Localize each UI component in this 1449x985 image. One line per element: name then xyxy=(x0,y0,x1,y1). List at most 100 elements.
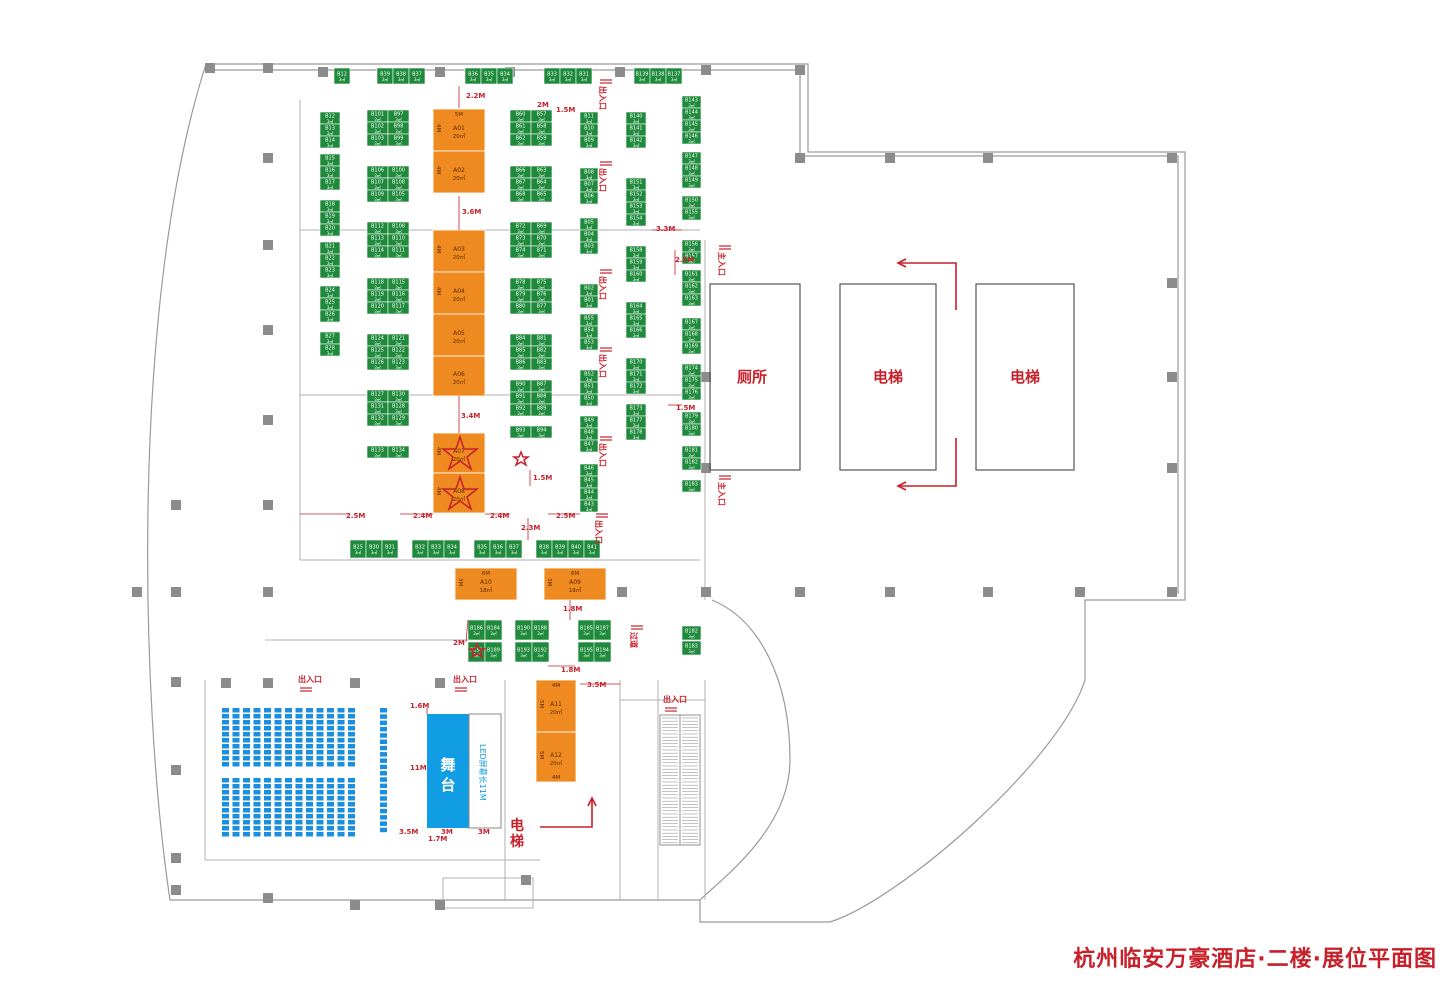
booth-B91[interactable]: B913㎡ xyxy=(509,391,532,405)
booth-B37[interactable]: B373㎡ xyxy=(408,67,426,85)
booth-B146[interactable]: B1463㎡ xyxy=(681,131,702,145)
booth-B109[interactable]: B1093㎡ xyxy=(366,189,389,203)
booth-B168[interactable]: B1683㎡ xyxy=(681,329,702,343)
booth-B90[interactable]: B903㎡ xyxy=(509,379,532,393)
booth-B35[interactable]: B353㎡ xyxy=(473,539,491,559)
booth-B25[interactable]: B253㎡ xyxy=(349,539,367,559)
booth-A03[interactable]: A0320㎡4M xyxy=(432,229,486,273)
booth-B114[interactable]: B1143㎡ xyxy=(366,245,389,259)
booth-B108[interactable]: B1083㎡ xyxy=(387,177,410,191)
booth-B27[interactable]: B273㎡ xyxy=(319,331,341,345)
booth-B54[interactable]: B543㎡ xyxy=(579,325,599,339)
booth-B61[interactable]: B613㎡ xyxy=(509,121,532,135)
booth-B115[interactable]: B1153㎡ xyxy=(387,277,410,291)
booth-B19[interactable]: B193㎡ xyxy=(319,211,341,225)
booth-B35[interactable]: B353㎡ xyxy=(480,67,498,85)
booth-B80[interactable]: B803㎡ xyxy=(509,301,532,315)
booth-B195[interactable]: B1953㎡ xyxy=(577,641,596,663)
booth-B101[interactable]: B1013㎡ xyxy=(366,109,389,123)
booth-B186[interactable]: B1863㎡ xyxy=(467,619,486,641)
booth-B02[interactable]: B023㎡ xyxy=(579,283,599,297)
booth-B154[interactable]: B1543㎡ xyxy=(625,213,647,227)
booth-B138[interactable]: B1383㎡ xyxy=(649,67,667,85)
booth-B76[interactable]: B763㎡ xyxy=(530,289,553,303)
booth-B172[interactable]: B1723㎡ xyxy=(625,381,647,395)
booth-B05[interactable]: B053㎡ xyxy=(579,217,599,231)
booth-B112[interactable]: B1123㎡ xyxy=(366,221,389,235)
booth-B134[interactable]: B1343㎡ xyxy=(387,445,410,459)
booth-B116[interactable]: B1163㎡ xyxy=(387,289,410,303)
booth-B170[interactable]: B1703㎡ xyxy=(625,357,647,371)
booth-B108[interactable]: B1083㎡ xyxy=(387,221,410,235)
booth-B58[interactable]: B583㎡ xyxy=(530,121,553,135)
booth-B41[interactable]: B413㎡ xyxy=(583,539,601,559)
booth-B81[interactable]: B813㎡ xyxy=(530,333,553,347)
booth-B189[interactable]: B1893㎡ xyxy=(484,641,503,663)
booth-B45[interactable]: B453㎡ xyxy=(579,475,599,489)
booth-B98[interactable]: B983㎡ xyxy=(387,121,410,135)
booth-B153[interactable]: B1533㎡ xyxy=(625,201,647,215)
booth-B119[interactable]: B1193㎡ xyxy=(366,289,389,303)
booth-B178[interactable]: B1783㎡ xyxy=(625,427,647,441)
booth-B132[interactable]: B1323㎡ xyxy=(366,413,389,427)
booth-B26[interactable]: B263㎡ xyxy=(319,309,341,323)
booth-B50[interactable]: B503㎡ xyxy=(579,393,599,407)
booth-B15[interactable]: B153㎡ xyxy=(319,153,341,167)
booth-B103[interactable]: B1033㎡ xyxy=(366,133,389,147)
booth-B167[interactable]: B1673㎡ xyxy=(681,317,702,331)
booth-B127[interactable]: B1273㎡ xyxy=(366,389,389,403)
booth-B14[interactable]: B143㎡ xyxy=(319,135,341,149)
booth-B193[interactable]: B1933㎡ xyxy=(514,641,533,663)
booth-B142[interactable]: B1423㎡ xyxy=(625,135,647,149)
booth-A09[interactable]: A0918㎡6M3M xyxy=(543,567,607,601)
booth-B160[interactable]: B1603㎡ xyxy=(625,269,647,283)
booth-B130[interactable]: B1303㎡ xyxy=(387,389,410,403)
booth-B16[interactable]: B163㎡ xyxy=(319,165,341,179)
booth-B36[interactable]: B363㎡ xyxy=(464,67,482,85)
booth-B105[interactable]: B1053㎡ xyxy=(387,189,410,203)
booth-B124[interactable]: B1243㎡ xyxy=(366,333,389,347)
booth-A01[interactable]: A0120㎡5M4M xyxy=(432,108,486,152)
booth-B89[interactable]: B893㎡ xyxy=(530,403,553,417)
booth-B92[interactable]: B923㎡ xyxy=(509,403,532,417)
booth-B49[interactable]: B493㎡ xyxy=(579,415,599,429)
booth-B128[interactable]: B1283㎡ xyxy=(387,401,410,415)
booth-B177[interactable]: B1773㎡ xyxy=(625,415,647,429)
booth-B47[interactable]: B473㎡ xyxy=(579,439,599,453)
booth-B143[interactable]: B1433㎡ xyxy=(681,95,702,109)
booth-B158[interactable]: B1583㎡ xyxy=(625,245,647,259)
booth-B93[interactable]: B933㎡ xyxy=(509,425,532,439)
booth-B36[interactable]: B363㎡ xyxy=(489,539,507,559)
booth-A02[interactable]: A0220㎡4M xyxy=(432,150,486,194)
booth-B106[interactable]: B1063㎡ xyxy=(366,165,389,179)
booth-B18[interactable]: B183㎡ xyxy=(319,199,341,213)
booth-A04[interactable]: A0420㎡4M xyxy=(432,271,486,315)
booth-B162[interactable]: B1623㎡ xyxy=(681,281,702,295)
booth-B111[interactable]: B1113㎡ xyxy=(387,245,410,259)
booth-A05[interactable]: A0520㎡ xyxy=(432,313,486,357)
booth-B52[interactable]: B523㎡ xyxy=(579,369,599,383)
booth-B175[interactable]: B1753㎡ xyxy=(681,375,702,389)
booth-B21[interactable]: B213㎡ xyxy=(319,241,341,255)
booth-B151[interactable]: B1513㎡ xyxy=(625,177,647,191)
booth-B182[interactable]: B1823㎡ xyxy=(681,457,702,471)
booth-B63[interactable]: B633㎡ xyxy=(530,165,553,179)
booth-B100[interactable]: B1003㎡ xyxy=(387,165,410,179)
booth-B34[interactable]: B343㎡ xyxy=(443,539,461,559)
booth-B24[interactable]: B243㎡ xyxy=(319,285,341,299)
booth-B22[interactable]: B223㎡ xyxy=(319,253,341,267)
booth-A06[interactable]: A0620㎡ xyxy=(432,355,486,397)
booth-B86[interactable]: B863㎡ xyxy=(509,357,532,371)
booth-B39[interactable]: B393㎡ xyxy=(376,67,394,85)
booth-B133[interactable]: B1333㎡ xyxy=(366,445,389,459)
booth-B12[interactable]: B123㎡ xyxy=(333,67,351,85)
booth-B25[interactable]: B253㎡ xyxy=(319,297,341,311)
booth-B04[interactable]: B043㎡ xyxy=(579,229,599,243)
booth-B171[interactable]: B1713㎡ xyxy=(625,369,647,383)
booth-B174[interactable]: B1743㎡ xyxy=(681,363,702,377)
booth-B66[interactable]: B663㎡ xyxy=(509,165,532,179)
booth-B11[interactable]: B113㎡ xyxy=(579,111,599,125)
booth-B157[interactable]: B1573㎡ xyxy=(681,251,702,265)
booth-B126[interactable]: B1263㎡ xyxy=(366,357,389,371)
booth-B156[interactable]: B1563㎡ xyxy=(681,239,702,253)
